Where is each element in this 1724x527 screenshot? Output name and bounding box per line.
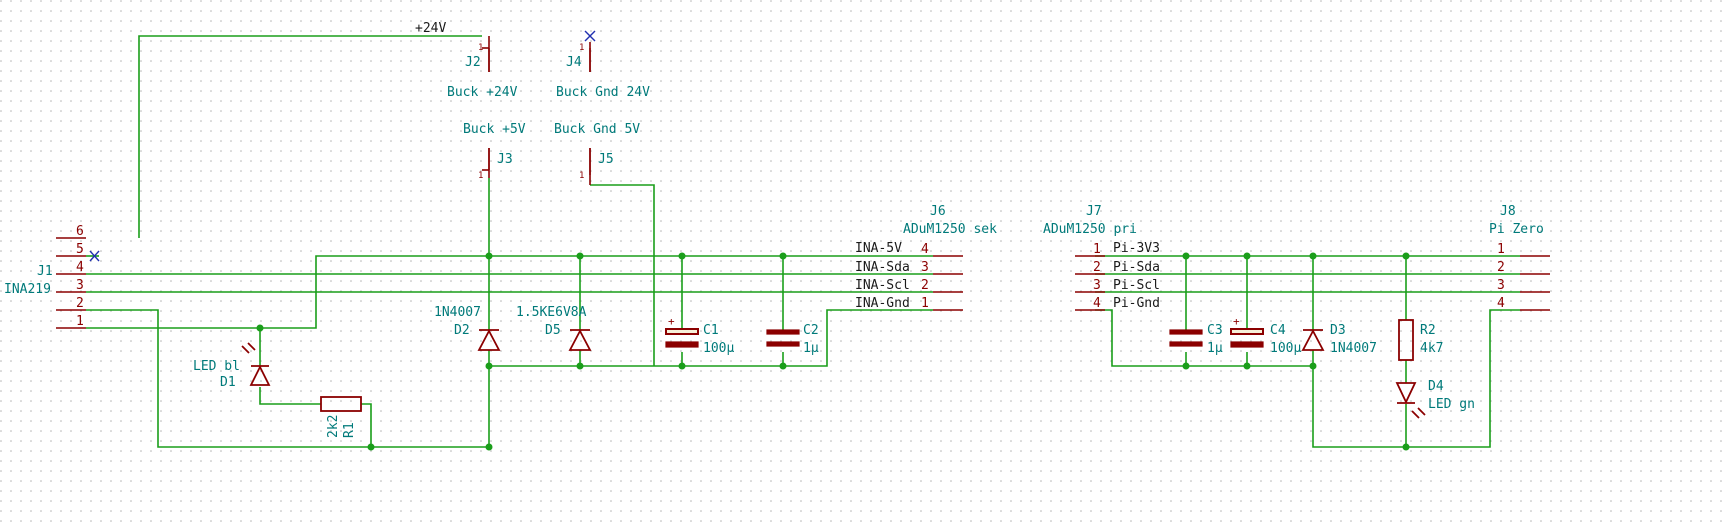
- c4-polarity: +: [1233, 315, 1240, 328]
- j6-pin-3: 3: [921, 260, 929, 275]
- d3-ref: D3: [1330, 323, 1346, 338]
- connector-j7: 1 2 3 4 J7 ADuM1250 pri: [1043, 204, 1137, 311]
- c2-ref: C2: [803, 323, 819, 338]
- net-label-ina-sda: INA-Sda: [855, 260, 910, 275]
- net-label-pi-sda: Pi-Sda: [1113, 260, 1160, 275]
- net-label-pi-gnd: Pi-Gnd: [1113, 296, 1160, 311]
- connector-j2: 1 J2 Buck +24V: [447, 36, 518, 100]
- capacitor-c3: C3 1µ: [1169, 323, 1223, 356]
- connector-j6: 4 3 2 1 J6 ADuM1250 sek: [903, 204, 997, 311]
- resistor-r2: R2 4k7: [1398, 319, 1443, 361]
- connector-j4: 1 J4 Buck Gnd 24V: [556, 30, 650, 100]
- d4-ref: D4: [1428, 379, 1444, 394]
- j8-pin-2: 2: [1497, 260, 1505, 275]
- j1-pin-5: 5: [76, 242, 84, 257]
- j7-value: ADuM1250 pri: [1043, 222, 1137, 237]
- d5-value: 1.5KE6V8A: [516, 305, 587, 320]
- j7-pin-4: 4: [1093, 296, 1101, 311]
- j2-pin: 1: [478, 43, 483, 53]
- c1-ref: C1: [703, 323, 719, 338]
- r1-value: 2k2: [326, 415, 341, 438]
- c4-value: 100µ: [1270, 341, 1301, 356]
- j6-pin-2: 2: [921, 278, 929, 293]
- c2-value: 1µ: [803, 341, 819, 356]
- connector-j8: 1 2 3 4 J8 Pi Zero: [1489, 204, 1550, 311]
- j8-ref: J8: [1500, 204, 1516, 219]
- j2-value: Buck +24V: [447, 85, 518, 100]
- resistor-r1: 2k2 R1: [320, 396, 362, 438]
- j1-pin-6: 6: [76, 224, 84, 239]
- diode-d3: D3 1N4007: [1301, 323, 1377, 356]
- d1-ref: D1: [220, 375, 236, 390]
- connector-j3: 1 J3 Buck +5V: [463, 122, 526, 181]
- j3-pin: 1: [478, 171, 483, 181]
- j6-ref: J6: [930, 204, 946, 219]
- j7-ref: J7: [1086, 204, 1102, 219]
- diode-d2: 1N4007 D2: [434, 305, 501, 351]
- j7-pin-1: 1: [1093, 242, 1101, 257]
- junctions: [256, 252, 1410, 451]
- j6-pin-4: 4: [921, 242, 929, 257]
- capacitor-c2: C2 1µ: [766, 323, 819, 356]
- j8-pin-3: 3: [1497, 278, 1505, 293]
- j8-value: Pi Zero: [1489, 222, 1544, 237]
- r1-ref: R1: [342, 422, 357, 438]
- connector-j5: 1 J5 Buck Gnd 5V: [554, 122, 640, 185]
- j6-value: ADuM1250 sek: [903, 222, 997, 237]
- j5-ref: J5: [598, 152, 614, 167]
- c3-value: 1µ: [1207, 341, 1223, 356]
- c3-ref: C3: [1207, 323, 1223, 338]
- j1-pin-4: 4: [76, 260, 84, 275]
- c4-ref: C4: [1270, 323, 1286, 338]
- j1-pin-1: 1: [76, 314, 84, 329]
- net-labels: +24V INA-5V INA-Sda INA-Scl INA-Gnd Pi-3…: [415, 21, 1160, 311]
- j1-value: INA219: [4, 282, 51, 297]
- d2-value: 1N4007: [434, 305, 481, 320]
- j8-pin-4: 4: [1497, 296, 1505, 311]
- c1-value: 100µ: [703, 341, 734, 356]
- j3-value: Buck +5V: [463, 122, 526, 137]
- tvs-diode-d5: 1.5KE6V8A D5: [516, 305, 592, 351]
- j5-pin: 1: [579, 171, 584, 181]
- j4-pin: 1: [579, 43, 584, 53]
- r2-ref: R2: [1420, 323, 1436, 338]
- d2-ref: D2: [454, 323, 470, 338]
- j1-ref: J1: [37, 264, 53, 279]
- d4-value: LED gn: [1428, 397, 1475, 412]
- capacitor-c4: + C4 100µ: [1230, 315, 1301, 356]
- j2-ref: J2: [465, 55, 481, 70]
- j1-pin-2: 2: [76, 296, 84, 311]
- d5-ref: D5: [545, 323, 561, 338]
- net-label-24v: +24V: [415, 21, 446, 36]
- j7-pin-2: 2: [1093, 260, 1101, 275]
- net-label-ina-scl: INA-Scl: [855, 278, 910, 293]
- net-label-pi-3v3: Pi-3V3: [1113, 241, 1160, 256]
- net-label-ina-5v: INA-5V: [855, 241, 902, 256]
- j6-pin-1: 1: [921, 296, 929, 311]
- led-d1: LED bl D1: [193, 342, 271, 390]
- no-connect-j1-pin5: [89, 250, 100, 262]
- d1-value: LED bl: [193, 359, 240, 374]
- j3-ref: J3: [497, 152, 513, 167]
- j8-pin-1: 1: [1497, 242, 1505, 257]
- j1-pin-3: 3: [76, 278, 84, 293]
- led-d4: D4 LED gn: [1395, 379, 1475, 419]
- c1-polarity: +: [668, 315, 675, 328]
- j4-value: Buck Gnd 24V: [556, 85, 650, 100]
- r2-value: 4k7: [1420, 341, 1443, 356]
- connector-j1: 6 5 4 3 2 1 J1 INA219: [4, 224, 100, 329]
- j4-ref: J4: [566, 55, 582, 70]
- j5-value: Buck Gnd 5V: [554, 122, 640, 137]
- capacitor-c1: + C1 100µ: [665, 315, 734, 356]
- net-label-pi-scl: Pi-Scl: [1113, 278, 1160, 293]
- net-label-ina-gnd: INA-Gnd: [855, 296, 910, 311]
- j7-pin-3: 3: [1093, 278, 1101, 293]
- d3-value: 1N4007: [1330, 341, 1377, 356]
